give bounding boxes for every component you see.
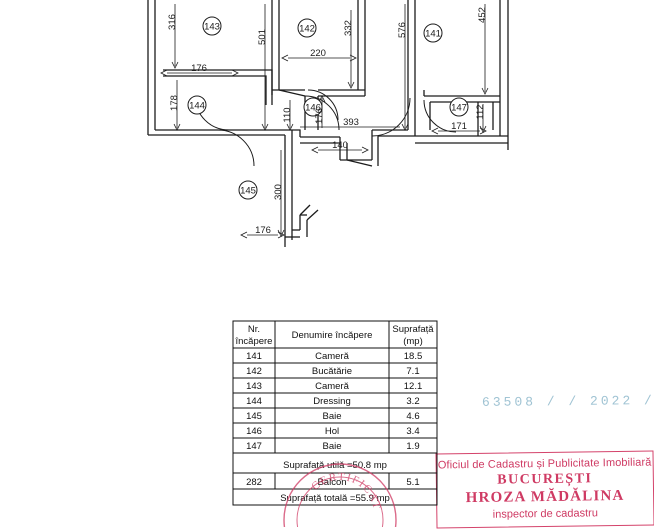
dimension-value: 176 (191, 63, 207, 74)
dimension-value: 220 (310, 48, 326, 59)
table-body: 141 Cameră 18.5 142 Bucătărie 7.1 143 Ca… (246, 351, 422, 504)
table-row: 147 Baie 1.9 (246, 441, 420, 452)
cell-name: Balcon (317, 477, 346, 488)
room-label-144: 144 (189, 101, 205, 112)
header-nr-line1: Nr. (248, 324, 260, 335)
dimension-value: 110 (282, 107, 293, 122)
room-label-142: 142 (299, 24, 315, 35)
dimension-lines (160, 4, 489, 239)
cell-nr: 146 (246, 426, 262, 437)
cell-area: 3.4 (406, 426, 419, 437)
cell-name: Hol (325, 426, 339, 437)
cell-nr: 282 (246, 477, 262, 488)
room-label-143: 143 (204, 22, 220, 33)
table-row: 145 Baie 4.6 (246, 411, 420, 422)
cell-area: 7.1 (406, 366, 419, 377)
dimension-value: 452 (477, 7, 488, 23)
room-label-147: 147 (451, 103, 467, 114)
header-nr-line2: încăpere (235, 336, 273, 347)
header-area-line1: Suprafață (392, 324, 434, 335)
cell-area: 12.1 (404, 381, 423, 392)
dimension-value: 178 (169, 95, 180, 111)
cell-name: Cameră (315, 351, 350, 362)
dimension-value: 300 (273, 184, 284, 200)
cell-area: 4.6 (406, 411, 419, 422)
cell-name: Bucătărie (312, 366, 352, 377)
room-number-bubbles: 141 142 143 144 145 146 147 (187, 16, 469, 200)
dimension-value: 140 (332, 140, 348, 151)
room-label-141: 141 (425, 29, 441, 40)
cell-area: 18.5 (404, 351, 423, 362)
dimension-value: 176 (255, 225, 271, 236)
table-row: 146 Hol 3.4 (246, 426, 420, 437)
table-row: 143 Cameră 12.1 (246, 381, 422, 392)
header-area-line2: (mp) (403, 336, 423, 347)
cell-area: 1.9 (406, 441, 419, 452)
cell-name: Baie (322, 441, 341, 452)
room-label-146: 146 (305, 103, 321, 114)
table-row: 142 Bucătărie 7.1 (246, 366, 420, 377)
cell-nr: 145 (246, 411, 262, 422)
cell-area: 3.2 (406, 396, 419, 407)
cell-name: Dressing (313, 396, 351, 407)
dimension-values: 316 176 178 501 220 332 576 452 110 176 … (167, 7, 488, 236)
subtotal-usable-area: Suprafață utilă =50.8 mp (283, 460, 387, 471)
dimension-value: 393 (343, 117, 359, 128)
cell-nr: 142 (246, 366, 262, 377)
table-row-balcony: 282 Balcon 5.1 (246, 477, 420, 488)
cell-area: 5.1 (406, 477, 419, 488)
dimension-value: 112 (475, 104, 486, 119)
floor-plan-drawing: 141 142 143 144 145 146 147 316 176 178 … (147, 0, 509, 247)
table-row: 141 Cameră 18.5 (246, 351, 422, 362)
cell-name: Cameră (315, 381, 350, 392)
cell-nr: 147 (246, 441, 262, 452)
table-header: Nr. încăpere Denumire încăpere Suprafață… (235, 324, 435, 347)
dimension-value: 576 (397, 22, 408, 38)
dimension-value: 176 (314, 108, 325, 124)
total-area: Suprafață totală =55.9 mp (280, 493, 390, 504)
cell-nr: 144 (246, 396, 262, 407)
cell-name: Baie (322, 411, 341, 422)
cell-nr: 143 (246, 381, 262, 392)
dimension-value: 332 (343, 20, 354, 36)
dimension-value: 501 (257, 29, 268, 45)
door-swings (194, 89, 457, 167)
table-row: 144 Dressing 3.2 (246, 396, 420, 407)
cell-nr: 141 (246, 351, 262, 362)
room-label-145: 145 (240, 186, 256, 197)
dimension-value: 171 (451, 121, 467, 132)
dimension-value: 316 (167, 14, 178, 30)
header-name: Denumire încăpere (292, 330, 373, 341)
